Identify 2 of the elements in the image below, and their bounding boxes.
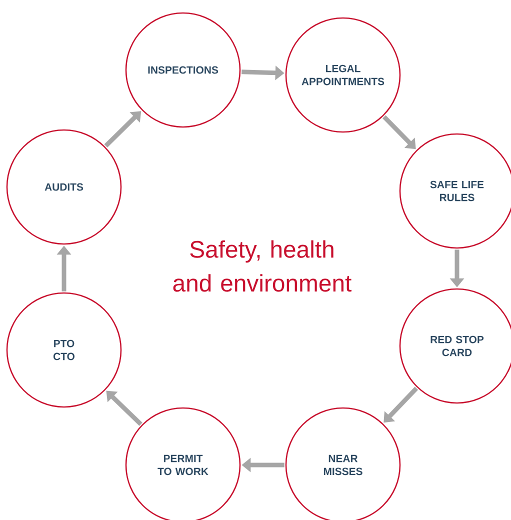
- title: Safety, health and environment: [173, 240, 352, 292]
- arrow: [106, 390, 142, 426]
